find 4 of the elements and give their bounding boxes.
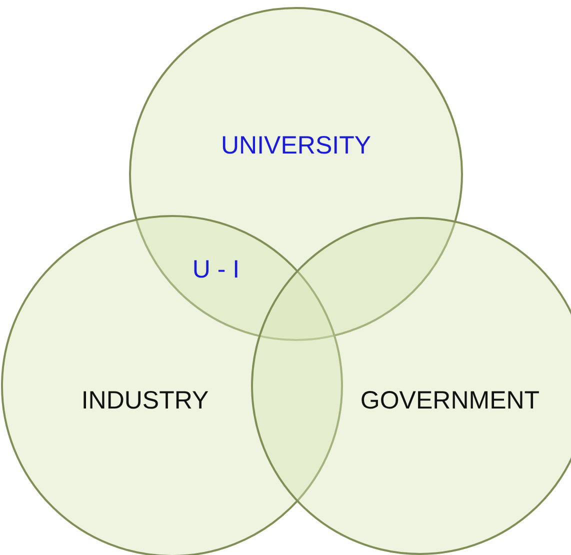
overlap-label: U - I xyxy=(192,256,240,284)
circle-label: GOVERNMENT xyxy=(360,386,540,416)
circle-label: INDUSTRY xyxy=(81,386,209,416)
circle-label: UNIVERSITY xyxy=(220,132,372,160)
